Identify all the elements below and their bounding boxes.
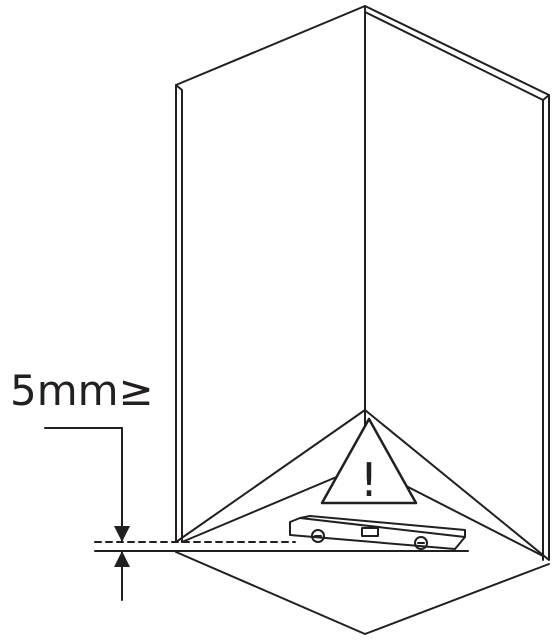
warning-triangle-icon: !	[320, 417, 418, 507]
spirit-level-body	[289, 517, 466, 550]
dimension-leader-line	[44, 427, 123, 543]
right-wall-panel	[364, 5, 550, 561]
spirit-level-vial	[361, 527, 379, 537]
arrow-down-icon	[114, 526, 130, 542]
spirit-level-vial-left	[311, 529, 325, 543]
arrow-up-icon	[114, 551, 130, 567]
left-wall-edge	[175, 84, 183, 543]
right-wall-thickness	[542, 94, 550, 101]
spirit-level-vial-right	[414, 536, 428, 550]
floor-outline	[175, 551, 550, 635]
floor-back-edge-left	[181, 464, 366, 543]
left-wall-panel	[175, 5, 366, 543]
warning-exclamation: !	[360, 453, 378, 507]
spirit-level-top	[299, 515, 466, 538]
dimension-label: 5mm≥	[10, 366, 154, 415]
